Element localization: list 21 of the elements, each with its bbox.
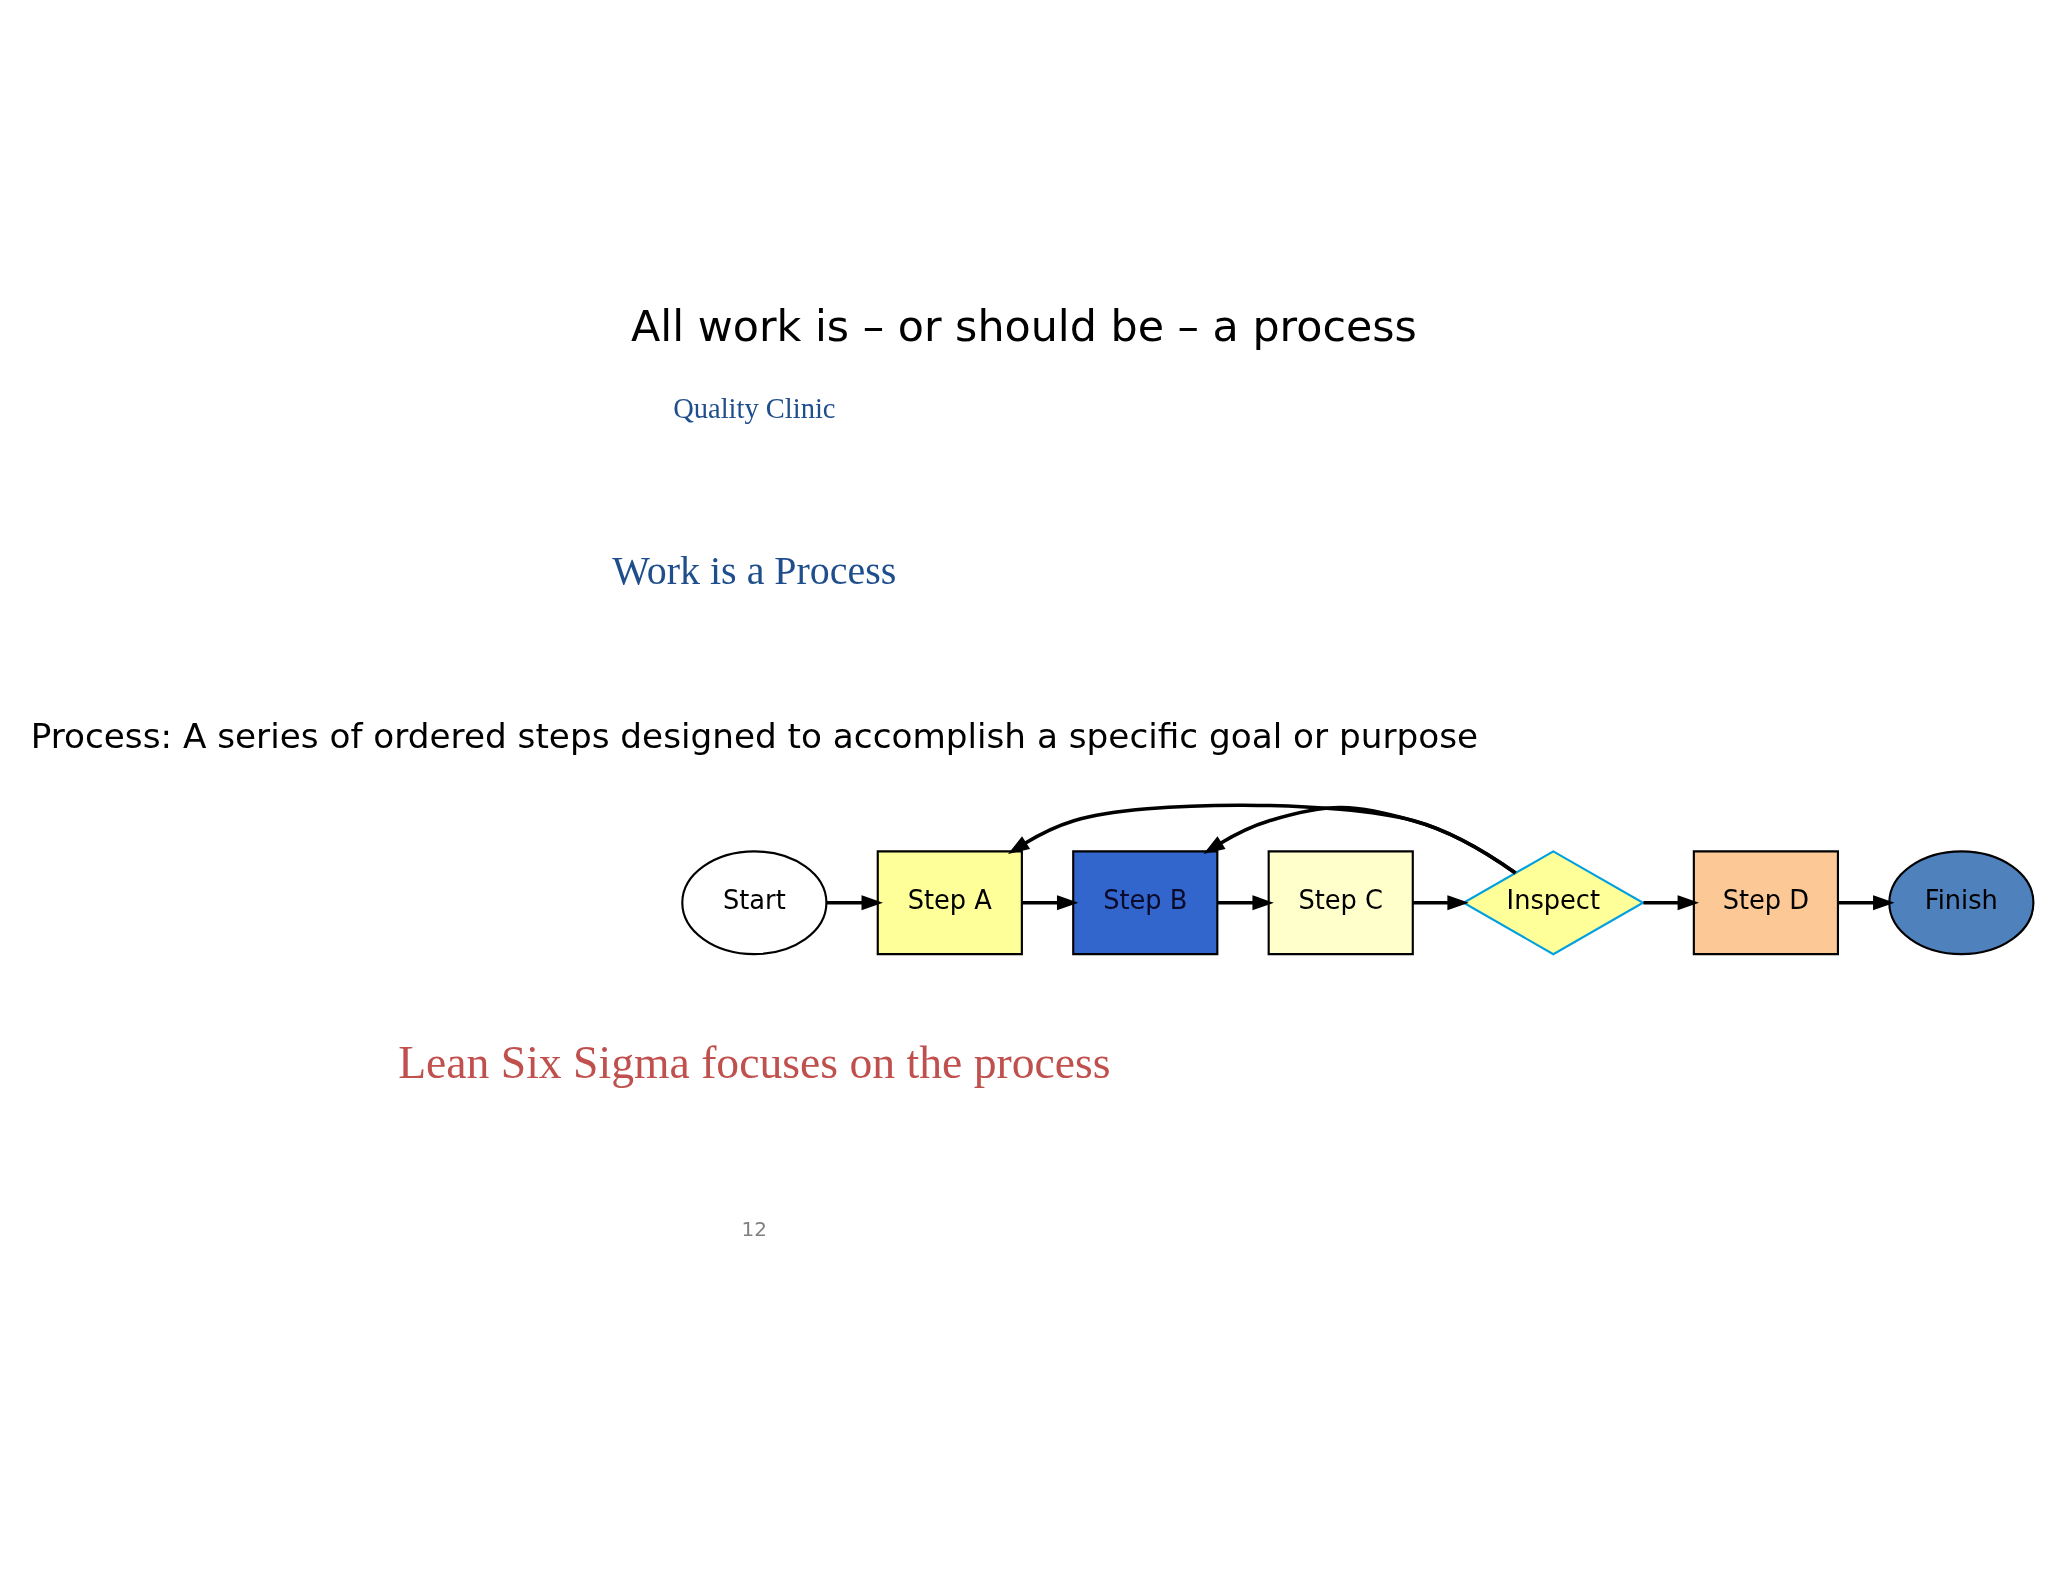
label: Process: A series of ordered steps designed to accomplish a specific goal or purpose [30, 715, 1479, 756]
arrow [1643, 894, 1700, 910]
arrow [1021, 894, 1079, 910]
label: Work is a Process [612, 547, 897, 593]
label: 12 [741, 1216, 768, 1241]
node-box: Step A [876, 849, 1023, 955]
arrow [1203, 805, 1517, 874]
arrow [826, 894, 883, 910]
diagram-title: All work is – or should be – a process [631, 300, 1417, 351]
node-box: Step D [1692, 849, 1839, 955]
node-box: Step B [1072, 849, 1219, 955]
node-diamond: Inspect [1461, 849, 1646, 955]
node-box: Step C [1267, 849, 1414, 955]
node-ellipse: Start [681, 849, 828, 955]
label: Lean Six Sigma focuses on the process [398, 1036, 1111, 1088]
label: Quality Clinic [673, 392, 836, 424]
arrow [1007, 802, 1517, 874]
node-ellipse: Finish [1888, 849, 2035, 955]
arrow [1413, 894, 1469, 910]
arrow [1217, 894, 1274, 910]
arrow [1838, 894, 1895, 910]
